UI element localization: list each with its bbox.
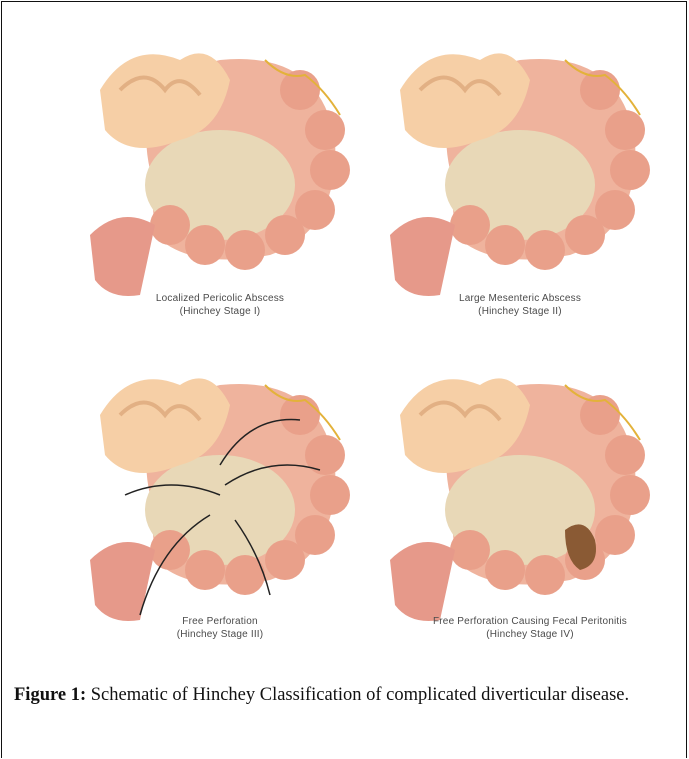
colon-illustration-2 bbox=[370, 20, 670, 320]
figure-label: Figure 1: bbox=[14, 685, 86, 705]
caption-line1: Free Perforation bbox=[90, 615, 350, 628]
caption-line1: Large Mesenteric Abscess bbox=[390, 292, 650, 305]
caption-line2: (Hinchey Stage I) bbox=[90, 305, 350, 318]
colon-illustration-3 bbox=[70, 345, 370, 645]
caption-line2: (Hinchey Stage II) bbox=[390, 305, 650, 318]
caption-stage-1: Localized Pericolic Abscess (Hinchey Sta… bbox=[90, 292, 350, 318]
caption-stage-2: Large Mesenteric Abscess (Hinchey Stage … bbox=[390, 292, 650, 318]
figure-caption-text: Schematic of Hinchey Classification of c… bbox=[86, 685, 629, 705]
caption-line1: Free Perforation Causing Fecal Peritonit… bbox=[390, 615, 670, 628]
colon-illustration-4 bbox=[370, 345, 670, 645]
caption-line2: (Hinchey Stage III) bbox=[90, 628, 350, 641]
caption-stage-4: Free Perforation Causing Fecal Peritonit… bbox=[390, 615, 670, 641]
illustration-stage-2 bbox=[370, 20, 670, 320]
illustration-stage-1 bbox=[70, 20, 370, 320]
colon-illustration-1 bbox=[70, 20, 370, 320]
illustration-stage-3 bbox=[70, 345, 370, 645]
figure-caption: Figure 1: Schematic of Hinchey Classific… bbox=[14, 680, 679, 711]
caption-stage-3: Free Perforation (Hinchey Stage III) bbox=[90, 615, 350, 641]
caption-line1: Localized Pericolic Abscess bbox=[90, 292, 350, 305]
caption-line2: (Hinchey Stage IV) bbox=[390, 628, 670, 641]
illustration-stage-4 bbox=[370, 345, 670, 645]
